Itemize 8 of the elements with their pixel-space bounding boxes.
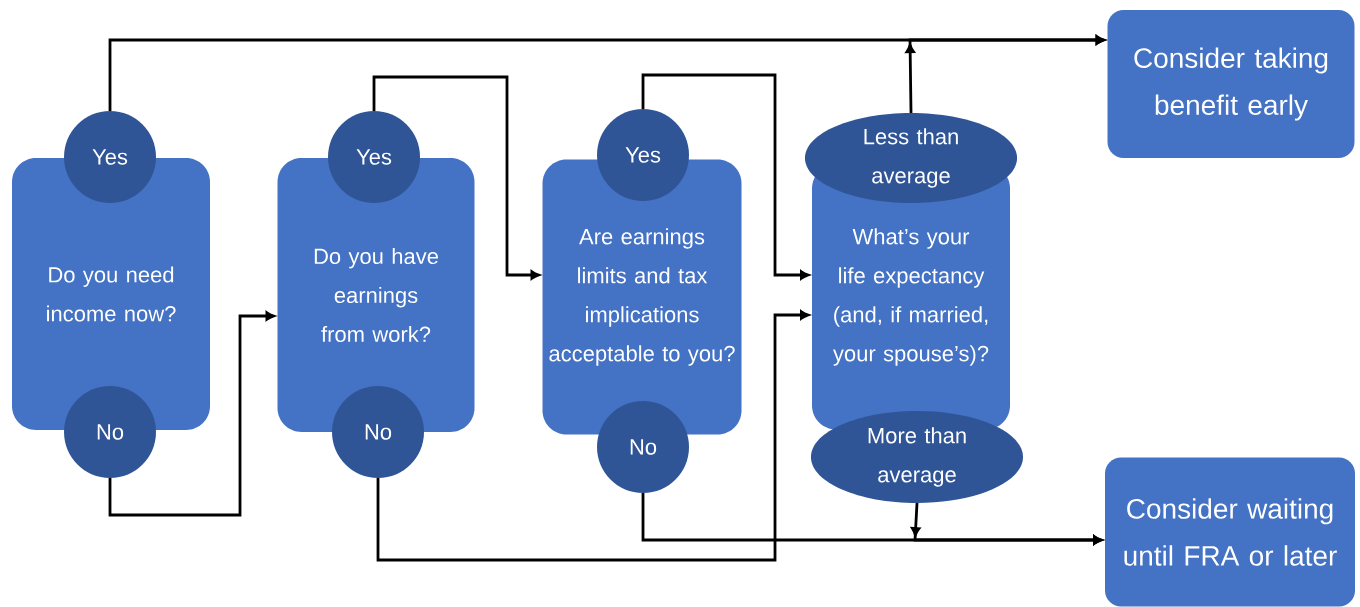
connector-arrow	[108, 311, 275, 517]
outcome-box: Consider taking benefit early	[1107, 10, 1355, 158]
connector-arrow	[905, 35, 1105, 114]
connector-arrow	[372, 75, 540, 280]
connector-arrow	[910, 502, 1103, 545]
outcome-box: Consider waiting until FRA or later	[1105, 457, 1355, 607]
connector-arrow	[376, 310, 810, 562]
connector-arrow	[641, 73, 810, 280]
